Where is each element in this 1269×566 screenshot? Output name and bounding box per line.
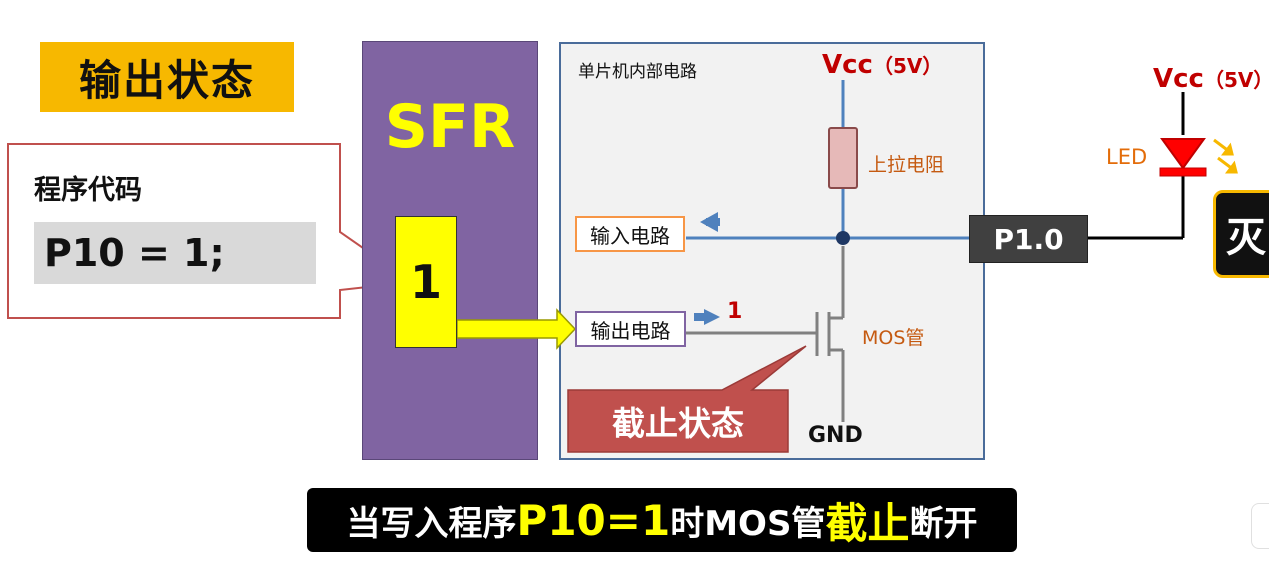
code-statement: P10 = 1;: [34, 222, 316, 284]
output-value: 1: [727, 299, 743, 324]
mcu-title: 单片机内部电路: [578, 62, 697, 82]
port-pin: P1.0: [969, 215, 1088, 263]
internal-vcc-label: Vcc（5V）: [822, 50, 943, 80]
output-arrow-icon: [694, 313, 706, 321]
subtitle-part1: 当写入程序: [346, 503, 517, 544]
led-label: LED: [1106, 145, 1148, 169]
resistor-label: 上拉电阻: [868, 154, 945, 176]
led-icon: [1160, 138, 1206, 170]
code-label: 程序代码: [34, 175, 142, 206]
subtitle-keyword: 截止: [825, 498, 910, 548]
cutoff-label: 截止状态: [612, 404, 744, 443]
led-state-badge: 灭: [1213, 190, 1269, 278]
cutoff-callout: [567, 345, 807, 453]
led-light-icon: [1213, 138, 1238, 174]
sfr-to-output-arrow: [456, 308, 577, 350]
subtitle-code: P10=1: [516, 495, 671, 545]
slide-title: 输出状态: [40, 42, 294, 112]
output-circuit: 输出电路: [575, 311, 686, 347]
external-vcc-label: Vcc（5V）: [1153, 64, 1269, 94]
subtitle-part2: 时MOS管: [670, 503, 826, 544]
sfr-label: SFR: [384, 92, 516, 162]
mos-label: MOS管: [862, 327, 925, 349]
sfr-bit: 1: [395, 216, 457, 348]
subtitle-part3: 断开: [909, 503, 978, 544]
pull-up-resistor: [828, 127, 858, 189]
side-panel-handle[interactable]: [1251, 503, 1269, 549]
gnd-label: GND: [808, 423, 863, 448]
input-circuit: 输入电路: [575, 216, 685, 252]
junction-node: [836, 231, 850, 245]
